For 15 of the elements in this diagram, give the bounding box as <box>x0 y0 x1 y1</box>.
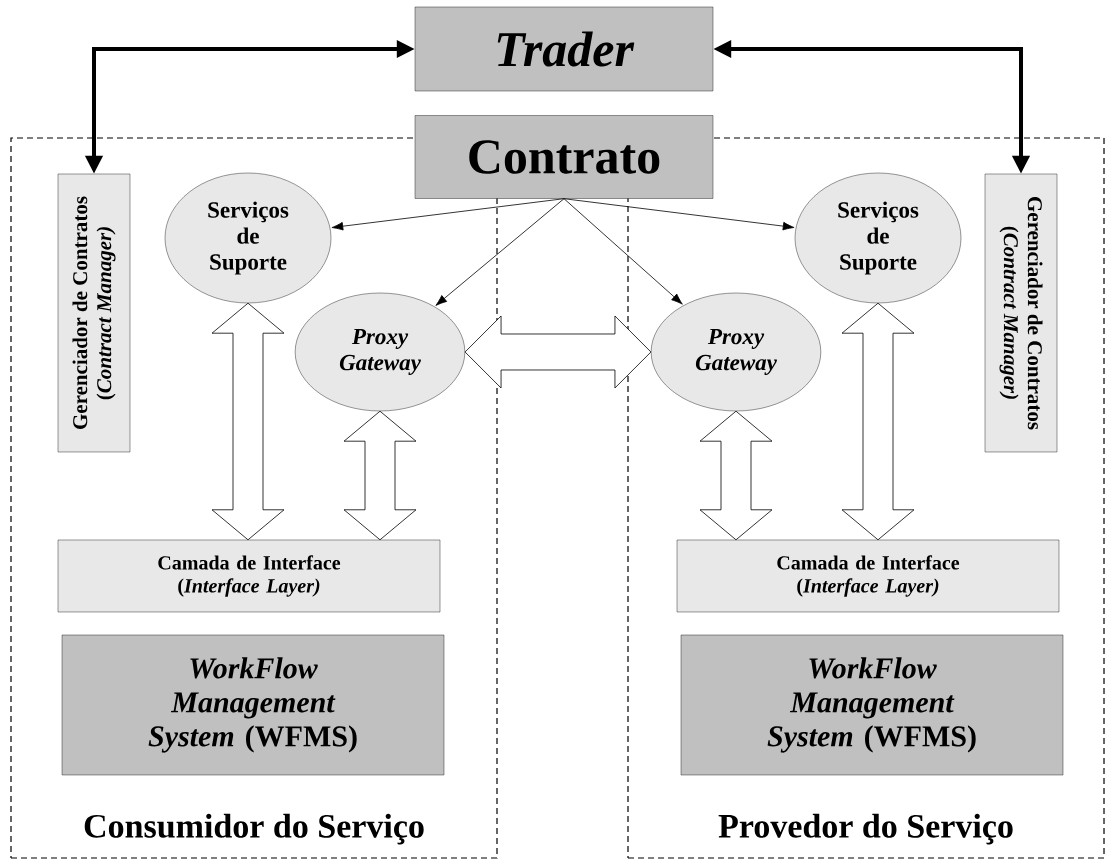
block-arrow <box>699 410 773 541</box>
interface-layer-box: Camada de Interface (Interface Layer) <box>57 539 441 613</box>
block-arrow <box>841 302 915 541</box>
trader-box: Trader <box>414 6 714 92</box>
arrow <box>331 198 565 231</box>
workflow-system-box: WorkFlow Management System (WFMS) <box>61 634 445 776</box>
interface-layer-box: Camada de Interface (Interface Layer) <box>676 539 1060 613</box>
arrow <box>563 198 795 231</box>
arrow <box>435 198 565 306</box>
contract-box: Contrato <box>414 115 714 199</box>
block-arrow <box>464 315 652 389</box>
block-arrow <box>211 302 285 541</box>
block-arrow <box>343 410 417 541</box>
workflow-system-box: WorkFlow Management System (WFMS) <box>680 634 1064 776</box>
arrow <box>563 198 683 305</box>
